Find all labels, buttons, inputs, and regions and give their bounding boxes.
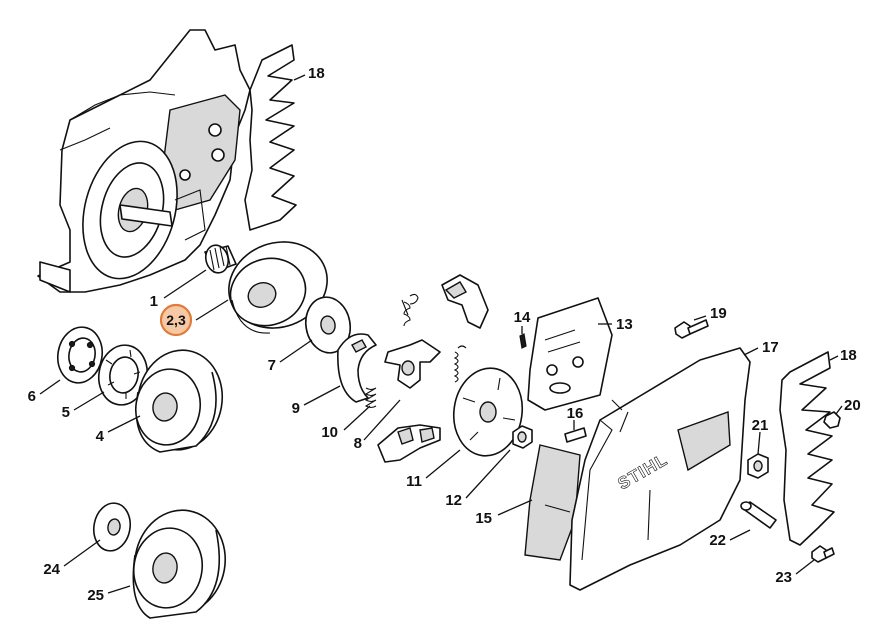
callout-15[interactable]: 15 — [475, 510, 492, 527]
part-24-washer — [92, 502, 132, 552]
clutch-shoe-upper — [441, 274, 489, 329]
callout-14[interactable]: 14 — [514, 309, 531, 326]
part-15-guide-strip — [524, 444, 581, 561]
part-25-drum — [132, 509, 227, 619]
part-23-bolt — [811, 545, 835, 563]
callout-23[interactable]: 23 — [775, 569, 792, 586]
part-14-pin — [519, 333, 527, 349]
part-18-right-guard — [779, 351, 835, 546]
callout-labels: 1 4 5 6 7 8 9 10 11 12 13 14 15 16 17 18… — [28, 65, 861, 604]
part-19-screw — [674, 319, 709, 339]
part-21-nut — [747, 453, 769, 479]
callout-22[interactable]: 22 — [709, 532, 726, 549]
callout-8[interactable]: 8 — [354, 435, 362, 452]
callout-24[interactable]: 24 — [43, 561, 60, 578]
part-4-drum — [135, 349, 224, 453]
spring-middle — [453, 345, 467, 383]
crankcase-housing — [37, 29, 251, 293]
callout-25[interactable]: 25 — [87, 587, 104, 604]
callout-highlight-2-3[interactable]: 2,3 — [159, 303, 193, 337]
callout-9[interactable]: 9 — [292, 400, 300, 417]
part-13-guide-plate — [527, 297, 613, 411]
part-5-rim-sprocket — [97, 344, 149, 406]
part-22-stud — [740, 501, 777, 529]
callout-19[interactable]: 19 — [710, 305, 727, 322]
callout-4[interactable]: 4 — [96, 428, 105, 445]
callout-10[interactable]: 10 — [321, 424, 338, 441]
part-9-clutch-shoe — [337, 333, 377, 403]
clutch-shoe-lower — [377, 424, 441, 463]
part-7-washer — [304, 296, 352, 354]
callout-5[interactable]: 5 — [62, 404, 70, 421]
highlight-circle — [159, 303, 193, 337]
part-20-screw — [823, 411, 841, 429]
callout-2-3: 2,3 — [166, 312, 186, 328]
part-10-spring — [364, 387, 377, 409]
part-18-top-guard — [244, 44, 297, 231]
part-2-3-clutch-drum — [228, 241, 328, 334]
callout-12[interactable]: 12 — [445, 492, 462, 509]
part-17-sprocket-cover: STIHL — [569, 347, 751, 591]
spring-upper — [401, 293, 419, 327]
part-6-bearing — [56, 326, 104, 384]
part-16-pin — [564, 427, 587, 443]
callout-16[interactable]: 16 — [567, 405, 584, 422]
part-11-clutch-plate — [452, 367, 524, 457]
callout-1[interactable]: 1 — [150, 293, 158, 310]
callout-18-top[interactable]: 18 — [308, 65, 325, 82]
callout-21[interactable]: 21 — [752, 417, 769, 434]
part-8-carrier — [384, 339, 441, 389]
part-12-nut — [512, 425, 533, 449]
part-1-needle-bearing — [204, 244, 237, 274]
callout-13[interactable]: 13 — [616, 316, 633, 333]
callout-20[interactable]: 20 — [844, 397, 861, 414]
callout-6[interactable]: 6 — [28, 388, 36, 405]
callout-7[interactable]: 7 — [268, 357, 276, 374]
leader-lines — [39, 74, 843, 594]
callout-18-right[interactable]: 18 — [840, 347, 857, 364]
callout-17[interactable]: 17 — [762, 339, 779, 356]
callout-11[interactable]: 11 — [406, 473, 422, 490]
